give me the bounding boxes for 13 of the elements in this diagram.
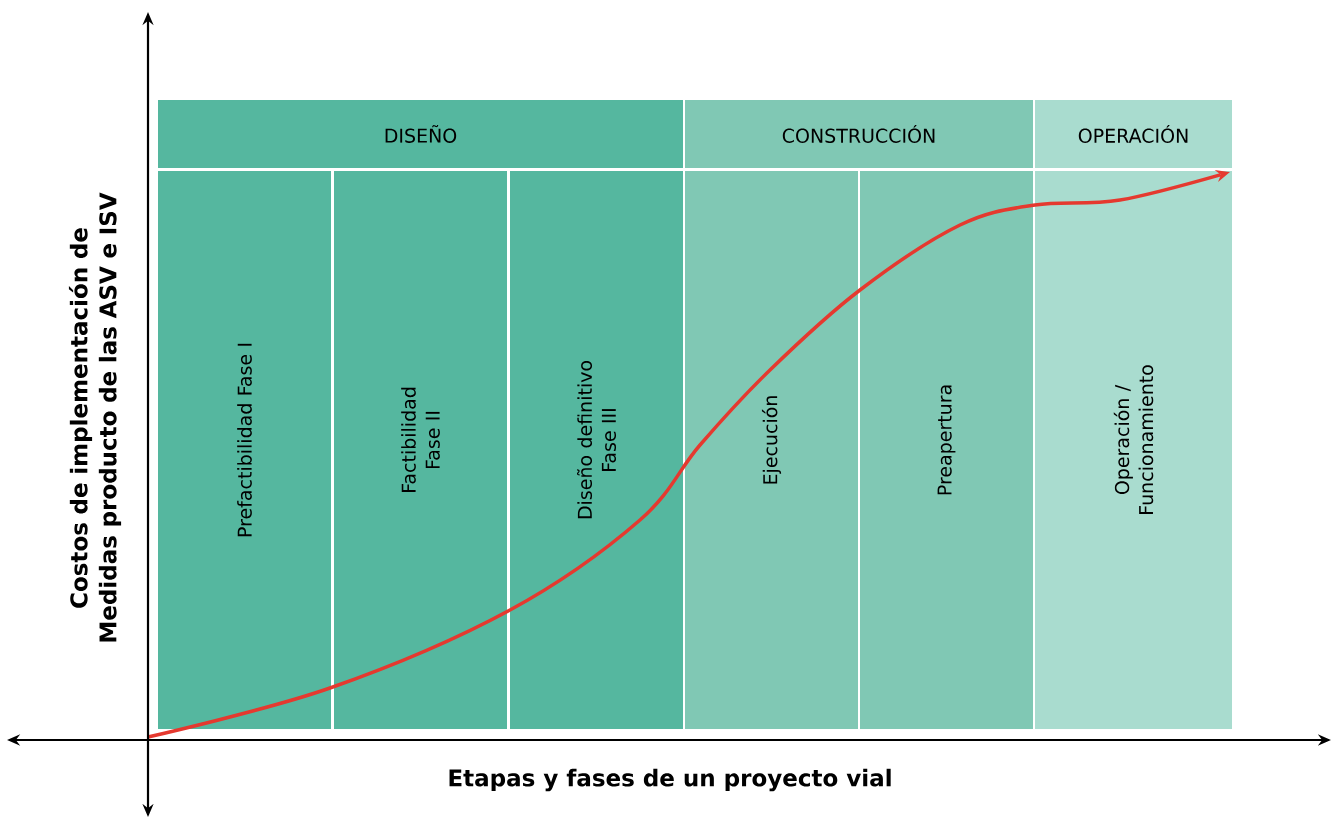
axis-title: Costos de implementación de Medidas producto de las ASV e ISV xyxy=(68,192,122,642)
phase-column: Operación / Funcionamiento xyxy=(1035,171,1232,729)
phase-column: Factibilidad Fase II xyxy=(334,171,507,729)
header-band: DISEÑO xyxy=(158,100,683,168)
phase-column: Ejecución xyxy=(685,171,858,729)
node-label: Preapertura xyxy=(937,385,956,495)
axis-title: Etapas y fases de un proyecto vial xyxy=(449,768,891,792)
header-band: CONSTRUCCIÓN xyxy=(685,100,1033,168)
header-band: OPERACIÓN xyxy=(1035,100,1232,168)
node-label: Ejecución xyxy=(761,396,782,484)
phase-column: Preapertura xyxy=(860,171,1033,729)
phase-column: Diseño definitivo Fase III xyxy=(510,171,683,729)
phase-column: Prefactibilidad Fase I xyxy=(158,171,331,729)
